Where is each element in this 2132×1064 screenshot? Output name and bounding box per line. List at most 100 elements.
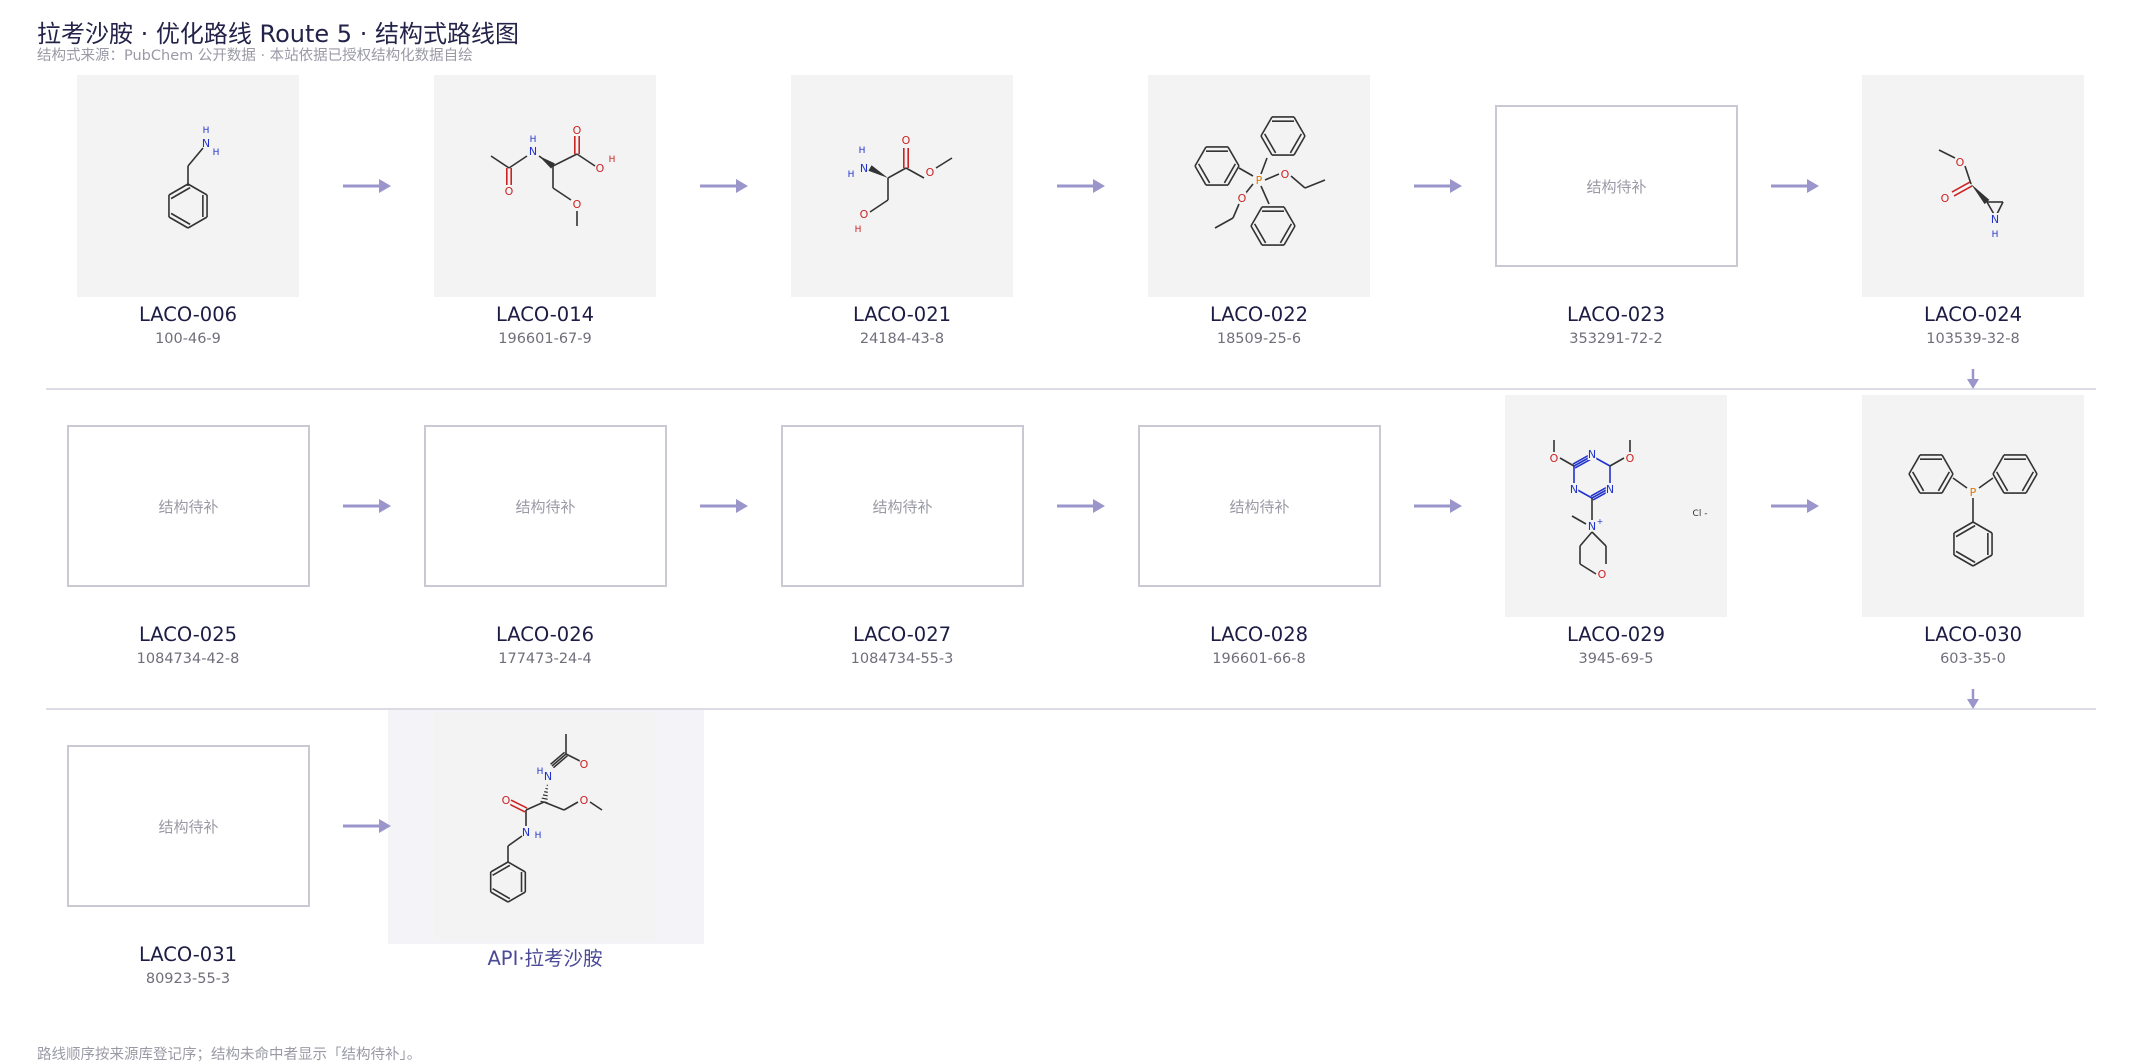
compound-cas: 3945-69-5 [1496, 651, 1736, 667]
structure-placeholder: 结构待补 [781, 425, 1024, 587]
svg-text:N: N [202, 137, 210, 150]
svg-text:H: H [537, 767, 544, 777]
compound-cas: 353291-72-2 [1496, 331, 1736, 347]
compound-id: LACO-014 [425, 303, 665, 326]
svg-text:O: O [1238, 192, 1247, 205]
svg-text:O: O [926, 166, 935, 179]
svg-text:O: O [505, 185, 514, 198]
compound-id: LACO-025 [68, 623, 308, 646]
down-arrow-icon [1965, 369, 1981, 391]
svg-text:O: O [1956, 156, 1965, 169]
down-arrow-icon [1965, 689, 1981, 711]
compound-cas: 177473-24-4 [425, 651, 665, 667]
compound-id: LACO-029 [1496, 623, 1736, 646]
compound-cas: 103539-32-8 [1853, 331, 2093, 347]
svg-text:O: O [1941, 192, 1950, 205]
compound-cas: 1084734-42-8 [68, 651, 308, 667]
svg-text:O: O [1281, 168, 1290, 181]
svg-text:N: N [1606, 483, 1614, 496]
svg-text:+: + [1597, 517, 1604, 526]
right-arrow-icon [1057, 176, 1109, 196]
compound-id: LACO-024 [1853, 303, 2093, 326]
right-arrow-icon [1771, 496, 1823, 516]
structure-placeholder: 结构待补 [1495, 105, 1738, 267]
right-arrow-icon [343, 176, 395, 196]
svg-text:N: N [544, 770, 552, 783]
svg-text:Cl -: Cl - [1693, 509, 1708, 519]
compound-cas: 100-46-9 [68, 331, 308, 347]
api-label: API·拉考沙胺 [425, 942, 665, 971]
svg-text:N: N [1570, 483, 1578, 496]
svg-text:O: O [1626, 452, 1635, 465]
svg-text:H: H [848, 170, 855, 180]
benzylamine-structure: HNH [78, 76, 298, 296]
row-divider [46, 708, 2096, 710]
compound-cas: 603-35-0 [1853, 651, 2093, 667]
svg-text:H: H [213, 148, 220, 158]
svg-text:O: O [502, 794, 511, 807]
svg-text:O: O [1598, 568, 1607, 581]
footer-note: 路线顺序按来源库登记序；结构未命中者显示「结构待补」。 [37, 1043, 421, 1064]
svg-text:O: O [580, 758, 589, 771]
compound-id: LACO-030 [1853, 623, 2093, 646]
right-arrow-icon [700, 496, 752, 516]
svg-text:O: O [902, 134, 911, 147]
structure-placeholder: 结构待补 [67, 425, 310, 587]
svg-text:O: O [573, 124, 582, 137]
structure-placeholder: 结构待补 [1138, 425, 1381, 587]
compound-cas: 196601-66-8 [1139, 651, 1379, 667]
svg-text:H: H [855, 225, 862, 235]
structure-placeholder: 结构待补 [424, 425, 667, 587]
right-arrow-icon [1057, 496, 1109, 516]
compound-id: LACO-031 [68, 943, 308, 966]
compound-id: LACO-028 [1139, 623, 1379, 646]
page-subtitle: 结构式来源：PubChem 公开数据 · 本站依据已授权结构化数据自绘 [37, 44, 473, 65]
structure-placeholder: 结构待补 [67, 745, 310, 907]
svg-text:O: O [573, 198, 582, 211]
compound-id: LACO-006 [68, 303, 308, 326]
compound-id: LACO-021 [782, 303, 1022, 326]
svg-text:H: H [609, 155, 616, 165]
svg-text:H: H [535, 831, 542, 841]
compound-cas: 18509-25-6 [1139, 331, 1379, 347]
svg-text:P: P [1256, 174, 1263, 187]
svg-text:N: N [522, 826, 530, 839]
right-arrow-icon [1414, 176, 1466, 196]
compound-cas: 196601-67-9 [425, 331, 665, 347]
svg-text:H: H [530, 135, 537, 145]
svg-text:N: N [529, 145, 537, 158]
svg-text:N: N [1991, 213, 1999, 226]
svg-text:O: O [860, 208, 869, 221]
right-arrow-icon [1414, 496, 1466, 516]
compound-cas: 24184-43-8 [782, 331, 1022, 347]
svg-text:N: N [1588, 448, 1596, 461]
svg-text:H: H [859, 146, 866, 156]
svg-text:O: O [1550, 452, 1559, 465]
svg-text:N: N [1588, 520, 1596, 533]
compound-id: LACO-027 [782, 623, 1022, 646]
compound-cas: 1084734-55-3 [782, 651, 1022, 667]
right-arrow-icon [343, 496, 395, 516]
triphenylphosphine-structure: P [1863, 396, 2083, 616]
compound-id: LACO-026 [425, 623, 665, 646]
svg-text:O: O [580, 794, 589, 807]
compound-cas: 80923-55-3 [68, 971, 308, 987]
compound-id: LACO-022 [1139, 303, 1379, 326]
right-arrow-icon [343, 816, 395, 836]
right-arrow-icon [700, 176, 752, 196]
right-arrow-icon [1771, 176, 1823, 196]
row-divider [46, 388, 2096, 390]
